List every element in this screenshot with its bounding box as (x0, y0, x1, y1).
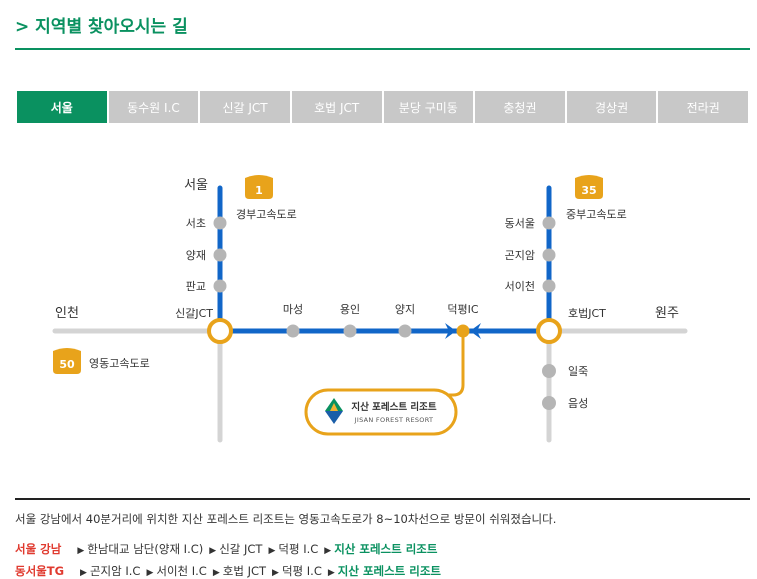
highway-number: 35 (581, 184, 596, 197)
label-hobeop-jct: 호법JCT (568, 307, 606, 320)
route-dong-seoul-tg: 동서울TG▶곤지암 I.C▶서이천 I.C▶호법 JCT▶덕평 I.C▶지산 포… (15, 563, 441, 579)
tab-dongsuwon-ic[interactable]: 동수원 I.C (108, 91, 199, 123)
resort-name-en: JISAN FOREST RESORT (354, 416, 434, 424)
highway-name: 영동고속도로 (89, 357, 150, 370)
shield-50: 50 (53, 348, 81, 374)
tab-hobeop-jct[interactable]: 호법 JCT (291, 91, 382, 123)
region-tabs: 서울 동수원 I.C 신갈 JCT 호법 JCT 분당 구미동 충청권 경상권 … (17, 91, 748, 123)
route-step: 서이천 I.C (156, 564, 207, 578)
tab-gyeongsang[interactable]: 경상권 (566, 91, 657, 123)
shield-35: 35 (575, 175, 603, 199)
label-incheon: 인천 (55, 306, 79, 321)
shield-1: 1 (245, 175, 273, 199)
label-wonju: 원주 (655, 306, 679, 321)
route-step: 한남대교 남단(양재 I.C) (87, 542, 204, 556)
resort-connector (445, 335, 465, 397)
arrow-right-icon: ▶ (212, 568, 220, 578)
highway-number: 50 (59, 358, 75, 371)
route-map: 지산 포레스트 리조트 JISAN FOREST RESORT 1 경부고속도로… (52, 175, 688, 443)
tab-seoul[interactable]: 서울 (17, 91, 107, 123)
route-seoul-gangnam: 서울 강남▶한남대교 남단(양재 I.C)▶신갈 JCT▶덕평 I.C▶지산 포… (15, 541, 437, 557)
label-deokpyeong-ic: 덕평IC (447, 303, 478, 316)
label-iljuk: 일죽 (568, 364, 588, 378)
station-seocho (213, 216, 227, 230)
tab-bundang-gumi[interactable]: 분당 구미동 (383, 91, 474, 123)
resort-callout: 지산 포레스트 리조트 JISAN FOREST RESORT (304, 388, 458, 436)
label-seocho: 서초 (186, 217, 206, 230)
resort-logo-icon (325, 398, 343, 424)
station-yongin (343, 324, 357, 338)
arrow-right-icon: ▶ (268, 546, 276, 556)
label-dong-seoul: 동서울 (505, 217, 535, 230)
junction-deokpyeong (456, 324, 470, 338)
station-iljuk (542, 364, 556, 378)
route-step: 덕평 I.C (281, 564, 322, 578)
tab-jeolla[interactable]: 전라권 (658, 91, 748, 123)
arrow-right-icon: ▶ (209, 546, 217, 556)
route-arrows (445, 323, 481, 339)
junction-singal (207, 318, 233, 344)
label-maseong: 마성 (283, 303, 303, 316)
arrow-right-icon: ▶ (324, 546, 332, 556)
title-divider (15, 48, 750, 50)
route-label: 서울 강남 (15, 542, 62, 556)
arrow-right-icon: ▶ (272, 568, 279, 578)
route-destination: 지산 포레스트 리조트 (337, 564, 442, 578)
arrow-right-icon: ▶ (77, 546, 85, 556)
station-dong-seoul (542, 216, 556, 230)
junction-hobeop (536, 318, 562, 344)
station-maseong (286, 324, 300, 338)
route-step: 호법 JCT (222, 564, 267, 578)
page-title: > 지역별 찾아오시는 길 (15, 17, 188, 37)
label-yangji: 양지 (395, 303, 415, 316)
label-yongin: 용인 (340, 303, 360, 316)
arrow-right-icon: ▶ (146, 568, 154, 578)
route-label: 동서울TG (15, 564, 65, 578)
highway-name: 중부고속도로 (566, 208, 627, 221)
route-step: 신갈 JCT (219, 542, 263, 556)
station-pangyo (213, 279, 227, 293)
label-pangyo: 판교 (186, 280, 206, 293)
route-destination: 지산 포레스트 리조트 (334, 542, 438, 556)
highway-name: 경부고속도로 (236, 208, 297, 221)
tab-chungcheong[interactable]: 충청권 (475, 91, 565, 123)
label-gonjiam: 곤지암 (505, 249, 535, 262)
tab-singal-jct[interactable]: 신갈 JCT (200, 91, 290, 123)
description-text: 서울 강남에서 40분거리에 위치한 지산 포레스트 리조트는 영동고속도로가 … (15, 512, 557, 526)
station-gonjiam (542, 248, 556, 262)
station-yangji (398, 324, 412, 338)
highway-number: 1 (255, 184, 263, 197)
arrow-right-icon: ▶ (327, 568, 335, 578)
label-seoicheon: 서이천 (505, 279, 535, 293)
arrow-right-icon: ▶ (80, 568, 87, 578)
route-step: 곤지암 I.C (89, 564, 141, 578)
station-seoicheon (542, 279, 556, 293)
label-eumseong: 음성 (568, 397, 588, 410)
resort-name: 지산 포레스트 리조트 (351, 401, 437, 413)
route-step: 덕평 I.C (278, 542, 319, 556)
station-yangjae (213, 248, 227, 262)
label-seoul: 서울 (184, 178, 208, 193)
section-divider (15, 498, 750, 500)
label-yangjae: 양재 (186, 249, 206, 262)
station-eumseong (542, 396, 556, 410)
label-singal-jct: 신갈JCT (175, 306, 213, 320)
